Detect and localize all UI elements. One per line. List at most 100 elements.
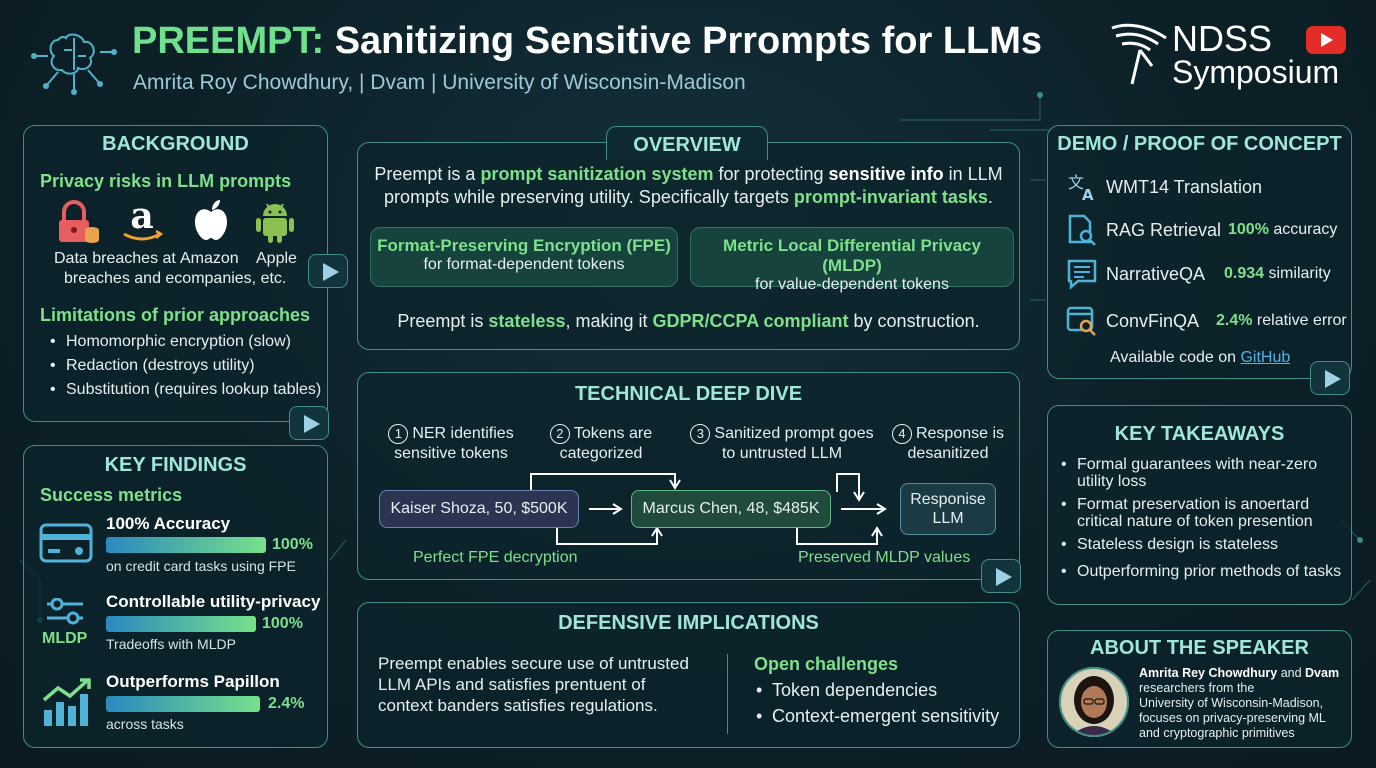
lock-database-icon <box>59 200 99 243</box>
youtube-icon[interactable] <box>1306 26 1346 54</box>
finding-2-value: 100% <box>262 615 303 632</box>
finding-3-value: 2.4% <box>268 695 305 712</box>
authors-line: Amrita Roy Chowdhury, | Dvam | Universit… <box>133 71 746 94</box>
play-button-background-2[interactable] <box>289 406 329 440</box>
symposium-logo-text: Symposium <box>1172 54 1340 90</box>
credit-card-icon <box>39 523 93 563</box>
demo-item-2-name: RAG Retrieval <box>1106 220 1222 240</box>
finding-1-caption: on credit card tasks using FPE <box>106 558 296 574</box>
play-button-background-1[interactable] <box>308 254 348 288</box>
ndss-logo-icon <box>1111 23 1167 85</box>
brain-circuit-icon <box>31 33 117 95</box>
finding-3-title: Outperforms Papillon <box>106 672 280 691</box>
demo-item-4-name: ConvFinQA <box>1106 311 1200 331</box>
demo-panel <box>1047 125 1352 379</box>
background-heading: BACKGROUND <box>102 133 249 155</box>
deep-dive-panel <box>357 372 1020 580</box>
fpe-subtitle: for format-dependent tokens <box>423 256 625 273</box>
caption-data-breaches: Data breaches at <box>54 250 176 267</box>
label-fpe-decryption: Perfect FPE decryption <box>413 549 578 566</box>
caption-apple: Apple <box>256 250 297 267</box>
limitations-heading: Limitations of prior approaches <box>40 305 311 325</box>
play-button-deep-dive[interactable] <box>981 559 1021 593</box>
github-link[interactable]: GitHub <box>1240 349 1291 366</box>
challenges-list: Token dependencies Context-emergent sens… <box>750 677 999 729</box>
demo-item-3-metric: 0.934 similarity <box>1224 265 1331 282</box>
defensive-divider <box>727 654 728 734</box>
list-item: Redaction (destroys utility) <box>44 354 326 378</box>
mldp-icon-label: MLDP <box>42 630 88 647</box>
takeaways-heading: KEY TAKEAWAYS <box>1114 423 1285 445</box>
list-item: Token dependencies <box>750 677 999 703</box>
finding-2-caption: Tradeoffs with MLDP <box>106 636 236 652</box>
chart-growth-icon <box>42 678 91 726</box>
sliders-icon <box>47 598 83 625</box>
list-item: Context-emergent sensitivity <box>750 703 999 729</box>
list-item: Substitution (requires lookup tables) <box>44 378 326 402</box>
title-main: Sanitizing Sensitive Prrompts for LLMs <box>334 20 1043 62</box>
demo-heading: DEMO / PROOF OF CONCEPT <box>1057 133 1342 155</box>
mldp-title: Metric Local Differential Privacy (MLDP) <box>723 236 981 275</box>
defensive-heading: DEFENSIVE IMPLICATIONS <box>558 612 819 634</box>
demo-item-1-name: WMT14 Translation <box>1106 177 1263 197</box>
finding-1-bar <box>106 537 266 553</box>
deep-dive-heading: TECHNICAL DEEP DIVE <box>574 383 803 405</box>
fpe-box: Format-Preserving Encryption (FPE) for f… <box>370 227 678 287</box>
android-logo-icon <box>256 203 294 243</box>
label-mldp-values: Preserved MLDP values <box>798 549 971 566</box>
svg-text:a: a <box>130 198 153 237</box>
stateless-line: Preempt is stateless, making it GDPR/CCP… <box>397 311 980 331</box>
privacy-risks-heading: Privacy risks in LLM prompts <box>40 171 292 191</box>
finance-search-icon <box>1066 306 1096 336</box>
amazon-logo-icon: a <box>123 198 164 241</box>
overview-tab <box>606 126 768 160</box>
key-findings-heading: KEY FINDINGS <box>104 454 247 476</box>
mldp-box: Metric Local Differential Privacy (MLDP)… <box>690 227 1014 293</box>
list-item: Stateless design is stateless <box>1055 536 1347 553</box>
svg-text:A: A <box>1082 186 1094 202</box>
overview-text: Preempt is a prompt sanitization system … <box>374 164 1003 207</box>
demo-item-2-metric: 100% accuracy <box>1228 221 1338 238</box>
svg-text:文: 文 <box>1068 173 1084 192</box>
apple-logo-icon <box>195 200 227 240</box>
ndss-logo-text: NDSS <box>1172 18 1273 59</box>
list-item: Homomorphic encryption (slow) <box>44 330 326 354</box>
finding-1-value: 100% <box>272 536 313 553</box>
fpe-title: Format-Preserving Encryption (FPE) <box>377 236 671 255</box>
finding-2-title: Controllable utility-privacy <box>106 592 321 611</box>
page-title: PREEMPT: Sanitizing Sensitive Prrompts f… <box>132 20 1042 63</box>
mldp-subtitle: for value-dependent tokens <box>755 276 949 293</box>
takeaways-list: Formal guarantees with near-zeroutility … <box>1055 456 1347 580</box>
limitations-list: Homomorphic encryption (slow) Redaction … <box>44 330 326 402</box>
success-metrics-heading: Success metrics <box>40 485 183 505</box>
finding-2-bar <box>106 616 256 632</box>
list-item: Formal guarantees with near-zeroutility … <box>1055 456 1347 490</box>
title-prefix: PREEMPT: <box>132 20 325 62</box>
defensive-text: Preempt enables secure use of untrusted … <box>378 654 689 715</box>
flow-arrows <box>530 473 887 545</box>
speaker-bio: Amrita Rey Chowdhury and Dvam researcher… <box>1139 666 1340 740</box>
overview-heading: OVERVIEW <box>633 134 741 156</box>
play-button-demo[interactable] <box>1310 361 1350 395</box>
response-llm-box: Responise LLM <box>900 483 996 535</box>
finding-3-bar <box>106 696 260 712</box>
list-item: Format preservation is anoertardcritical… <box>1055 496 1347 530</box>
input-token-box: Kaiser Shoza, 50, $500K <box>379 490 579 528</box>
finding-1-title: 100% Accuracy <box>106 514 231 533</box>
sanitized-token-box: Marcus Chen, 48, $485K <box>631 490 831 528</box>
translate-icon: 文 A <box>1068 173 1094 202</box>
chat-text-icon <box>1067 259 1097 290</box>
open-challenges-heading: Open challenges <box>754 654 899 674</box>
demo-item-3-name: NarrativeQA <box>1106 264 1206 284</box>
caption-line2: breaches and ecompanies, etc. <box>64 270 287 287</box>
demo-item-4-metric: 2.4% relative error <box>1216 312 1347 329</box>
speaker-heading: ABOUT THE SPEAKER <box>1090 637 1309 659</box>
list-item: Outperforming prior methods of tasks <box>1055 563 1347 580</box>
caption-amazon: Amazon <box>180 250 239 267</box>
document-search-icon <box>1068 214 1096 246</box>
avatar <box>1059 667 1129 737</box>
